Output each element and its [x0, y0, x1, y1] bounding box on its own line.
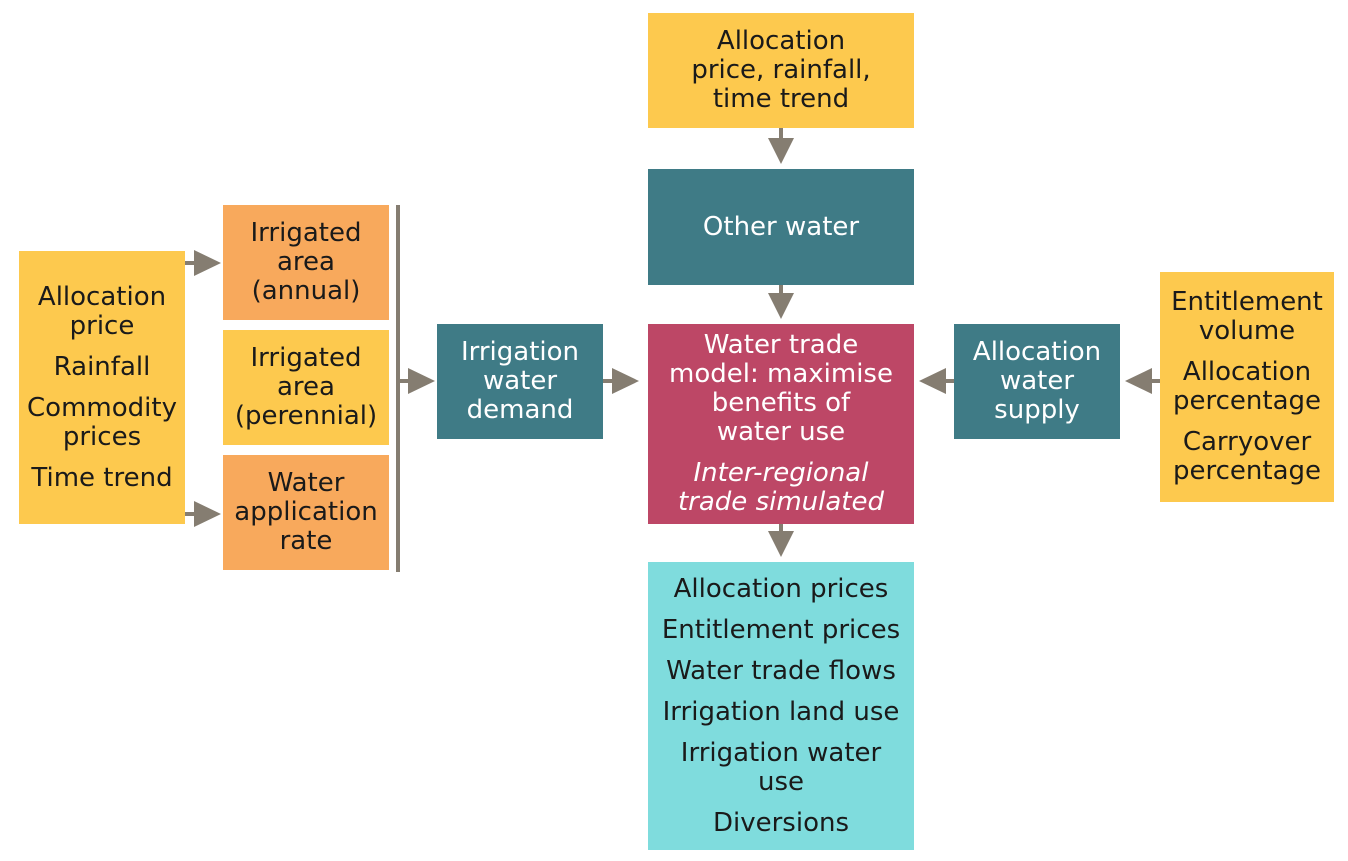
outputs-line5: Irrigation water: [680, 737, 882, 768]
top-inputs-line1: Allocation: [716, 26, 846, 56]
inputs-right-line6: percentage: [1172, 456, 1321, 486]
trade-model-line3: benefits of: [711, 388, 851, 418]
irrigated-annual-line2: area: [277, 247, 335, 277]
arrow-left-to-annual-head: [194, 250, 221, 276]
arrow-bar-to-demand-head: [408, 368, 435, 394]
trade-model-line4: water use: [716, 417, 846, 447]
inputs-right-line4: percentage: [1172, 386, 1321, 416]
outputs-line6: use: [757, 766, 805, 797]
arrow-model-to-outputs-head: [768, 531, 794, 557]
irrigated-perennial-line2: area: [277, 372, 335, 402]
inputs-right-box: Entitlement volume Allocation percentage…: [1160, 272, 1334, 502]
allocation-supply-line1: Allocation: [972, 337, 1102, 367]
other-water-label: Other water: [702, 211, 860, 242]
trade-model-line5: Inter-regional: [693, 458, 869, 488]
inputs-left-line4: Commodity: [27, 392, 177, 423]
outputs-line3: Water trade flows: [666, 655, 896, 686]
outputs-line7: Diversions: [712, 807, 850, 838]
water-application-line1: Water: [267, 468, 345, 498]
trade-model-line6: trade simulated: [677, 487, 884, 517]
irrigated-annual-line1: Irrigated: [250, 218, 362, 248]
outputs-box: Allocation prices Entitlement prices Wat…: [648, 562, 914, 850]
inputs-right-line1: Entitlement: [1171, 287, 1323, 317]
irrigated-area-perennial-box: Irrigated area (perennial): [223, 330, 389, 445]
arrow-right-to-supply-head: [1125, 368, 1152, 394]
inputs-left-line3: Rainfall: [53, 351, 151, 382]
trade-model-line1: Water trade: [703, 330, 859, 360]
irrigation-demand-line1: Irrigation: [460, 337, 580, 367]
arrow-demand-to-model-head: [612, 368, 639, 394]
irrigated-perennial-line1: Irrigated: [250, 343, 362, 373]
outputs-line1: Allocation prices: [673, 573, 889, 604]
water-application-line2: application: [234, 497, 378, 527]
water-trade-model-box: Water trade model: maximise benefits of …: [648, 324, 914, 524]
inputs-right-line3: Allocation: [1182, 357, 1312, 387]
inputs-right-line2: volume: [1198, 316, 1296, 346]
irrigation-demand-line2: water: [482, 366, 558, 396]
inputs-left-line5: prices: [62, 421, 142, 452]
allocation-supply-line2: water: [999, 366, 1075, 396]
arrow-top-to-other-head: [768, 138, 794, 164]
top-inputs-line2: price, rainfall,: [691, 55, 871, 85]
irrigated-perennial-line3: (perennial): [234, 401, 378, 431]
irrigation-demand-line3: demand: [466, 395, 574, 425]
irrigation-water-demand-box: Irrigation water demand: [437, 324, 603, 439]
top-inputs-line3: time trend: [712, 84, 850, 114]
inputs-left-line2: price: [69, 310, 135, 341]
arrow-left-to-application-head: [194, 501, 221, 527]
inputs-left-line1: Allocation: [37, 281, 167, 312]
irrigated-annual-line3: (annual): [251, 276, 361, 306]
outputs-line4: Irrigation land use: [662, 696, 900, 727]
inputs-right-line5: Carryover: [1182, 427, 1312, 457]
outputs-line2: Entitlement prices: [661, 614, 901, 645]
inputs-left-line6: Time trend: [31, 462, 173, 493]
allocation-supply-line3: supply: [994, 395, 1080, 425]
irrigated-area-annual-box: Irrigated area (annual): [223, 205, 389, 320]
inputs-left-box: Allocation price Rainfall Commodity pric…: [19, 251, 185, 524]
top-inputs-box: Allocation price, rainfall, time trend: [648, 13, 914, 128]
water-application-line3: rate: [279, 526, 333, 556]
water-application-rate-box: Water application rate: [223, 455, 389, 570]
allocation-water-supply-box: Allocation water supply: [954, 324, 1120, 439]
arrow-supply-to-model-head: [919, 368, 946, 394]
other-water-box: Other water: [648, 169, 914, 285]
trade-model-line2: model: maximise: [669, 359, 893, 389]
arrow-other-to-model-head: [768, 293, 794, 319]
